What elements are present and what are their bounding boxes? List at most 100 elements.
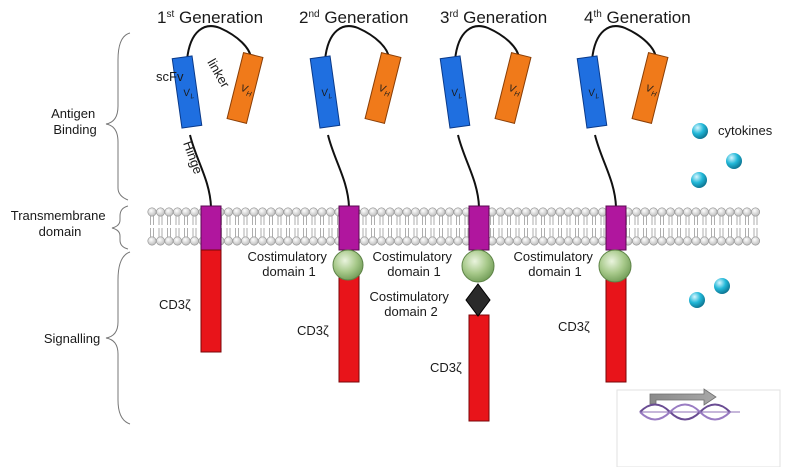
hinge-line [594, 134, 617, 208]
lipid-head [376, 236, 386, 246]
vh-label: VH [377, 83, 392, 99]
hinge-line [189, 134, 212, 208]
lipid-head [232, 207, 242, 217]
linker-line [186, 25, 252, 61]
lipid-head [156, 236, 166, 246]
cd3z-domain [605, 274, 627, 383]
lipid-head [504, 236, 514, 246]
cytokine-particle [726, 153, 742, 169]
vh-domain [631, 51, 669, 125]
vh-label: VH [507, 83, 522, 99]
cytokine-particle [692, 123, 708, 139]
lipid-head [640, 236, 650, 246]
vl-domain [309, 55, 341, 129]
lipid-head [436, 236, 446, 246]
lipid-head [648, 207, 658, 217]
lipid-head [504, 207, 514, 217]
lipid-head [402, 207, 412, 217]
lipid-head [640, 207, 650, 217]
lipid-head [674, 207, 684, 217]
lipid-head [325, 236, 335, 246]
lipid-head [419, 236, 429, 246]
lipid-head [665, 236, 675, 246]
lipid-head [300, 236, 310, 246]
lipid-head [241, 207, 251, 217]
lipid-head [317, 207, 327, 217]
lipid-head [631, 207, 641, 217]
lipid-head [291, 236, 301, 246]
lipid-head [521, 207, 531, 217]
lipid-head [325, 207, 335, 217]
lipid-head [716, 207, 726, 217]
lipid-head [283, 207, 293, 217]
vh-domain [494, 51, 532, 125]
transmembrane-domain [338, 205, 360, 251]
lipid-head [359, 236, 369, 246]
lipid-head [742, 236, 752, 246]
vl-label: VL [320, 87, 332, 101]
dna-helix-icon [639, 403, 731, 421]
generation-title-3: 3rd Generation [440, 8, 547, 27]
lipid-head [453, 236, 463, 246]
lipid-head [572, 236, 582, 246]
gene-expression-panel [616, 388, 781, 467]
lipid-head [742, 207, 752, 217]
lipid-head [682, 236, 692, 246]
lipid-head [725, 207, 735, 217]
transmembrane-domain [200, 205, 222, 251]
lipid-head [512, 236, 522, 246]
lipid-head [419, 207, 429, 217]
section-labels: Antigen Binding Transmembrane domain Sig… [11, 32, 131, 425]
lipid-head [691, 207, 701, 217]
costim-domain-1-label: Costimulatory domain 1 [372, 249, 455, 279]
lipid-head [224, 236, 234, 246]
car-generation-1: VL VH scFv linker Hinge CD3ζ [156, 25, 264, 353]
lipid-head [563, 236, 573, 246]
lipid-head [257, 236, 267, 246]
lipid-head [648, 236, 658, 246]
costimulatory-domain-1 [461, 249, 495, 283]
lipid-head [249, 236, 259, 246]
cd3z-domain [338, 271, 360, 383]
antigen-binding-label: Antigen Binding [51, 106, 99, 137]
lipid-head [708, 207, 718, 217]
scfv-label: scFv [156, 69, 184, 84]
lipid-head [232, 236, 242, 246]
lipid-head [249, 207, 259, 217]
lipid-head [444, 207, 454, 217]
cytokines-group: cytokines [689, 123, 773, 308]
lipid-head [385, 236, 395, 246]
lipid-head [495, 207, 505, 217]
lipid-head [716, 236, 726, 246]
lipid-head [173, 207, 183, 217]
lipid-head [266, 236, 276, 246]
generation-title-4: 4th Generation [584, 8, 691, 27]
dna-helix-icon [639, 403, 731, 421]
lipid-head [589, 236, 599, 246]
lipid-head [385, 207, 395, 217]
lipid-head [444, 236, 454, 246]
vl-label: VL [450, 87, 462, 101]
lipid-head [164, 207, 174, 217]
lipid-head [580, 207, 590, 217]
lipid-head [436, 207, 446, 217]
car-generation-2: VL VH Costimulatory domain 1 CD3ζ [247, 25, 402, 383]
cd3z-label-4: CD3ζ [558, 319, 590, 334]
lipid-head [529, 207, 539, 217]
lipid-head [266, 207, 276, 217]
generation-title-2: 2nd Generation [299, 8, 408, 27]
costimulatory-domain-1 [598, 249, 632, 283]
generation-title-1: 1st Generation [157, 8, 263, 27]
lipid-head [708, 236, 718, 246]
linker-line [324, 25, 390, 61]
car-generation-4: VL VH Costimulatory domain 1 CD3ζ [513, 25, 669, 383]
vl-label: VL [587, 87, 599, 101]
lipid-head [699, 207, 709, 217]
lipid-head [699, 236, 709, 246]
lipid-head [283, 236, 293, 246]
linker-label: linker [204, 56, 233, 91]
lipid-head [173, 236, 183, 246]
lipid-head [274, 207, 284, 217]
lipid-head [597, 236, 607, 246]
